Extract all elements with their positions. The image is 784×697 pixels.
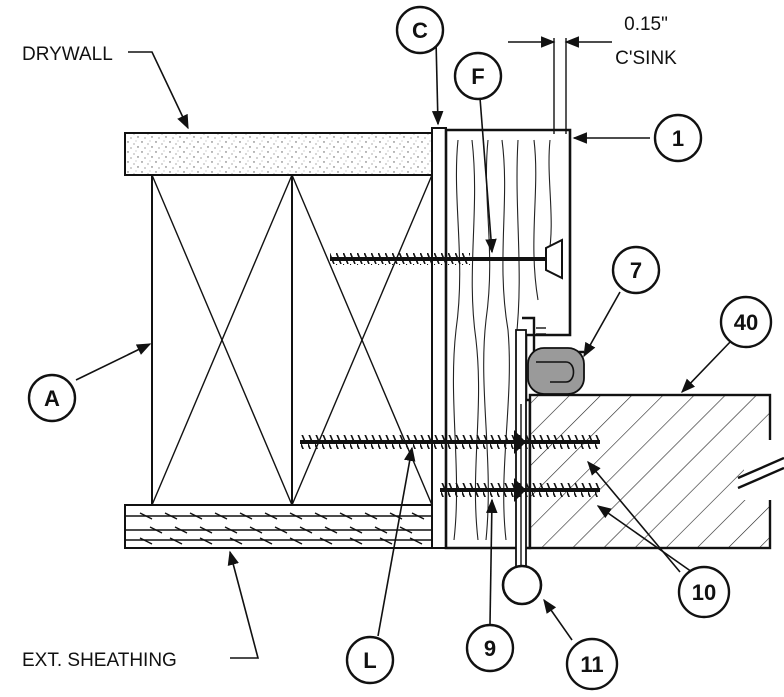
callout-9: 9 [465,623,515,673]
callout-1-text: 1 [672,126,684,151]
callout-c-text: C [412,18,428,43]
stop-bracket [522,316,585,395]
callout-f-text: F [471,64,484,89]
screw-f [330,238,563,280]
callout-7-text: 7 [630,258,642,283]
callout-10: 10 [677,565,731,619]
screw-10 [440,478,600,502]
sill-slab [528,393,784,550]
drywall-layer [124,132,433,176]
callout-10-text: 10 [692,580,716,605]
screw-l [300,430,600,454]
countersink-dimension: 0.15" C'SINK [508,14,677,134]
callout-11-text: 11 [580,652,603,677]
callout-9-text: 9 [484,636,496,661]
countersink-abbr-text: C'SINK [615,48,677,69]
callout-c: C [395,5,445,55]
leader-lines [75,39,733,659]
callout-a: A [27,373,77,423]
callout-f: F [453,51,503,101]
exterior-sheathing-layer [124,504,433,549]
callout-40-text: 40 [734,310,758,335]
callout-11: 11 [565,637,619,691]
callout-40: 40 [719,295,773,349]
callout-7: 7 [611,245,661,295]
callout-a-text: A [44,386,60,411]
callout-1: 1 [653,113,703,163]
wall-studs [151,174,433,506]
countersink-dim-text: 0.15" [624,14,668,35]
ext-sheathing-label: EXT. SHEATHING [22,650,177,671]
drywall-label: DRYWALL [22,44,113,65]
callout-l-text: L [363,648,376,673]
callout-l: L [345,635,395,685]
